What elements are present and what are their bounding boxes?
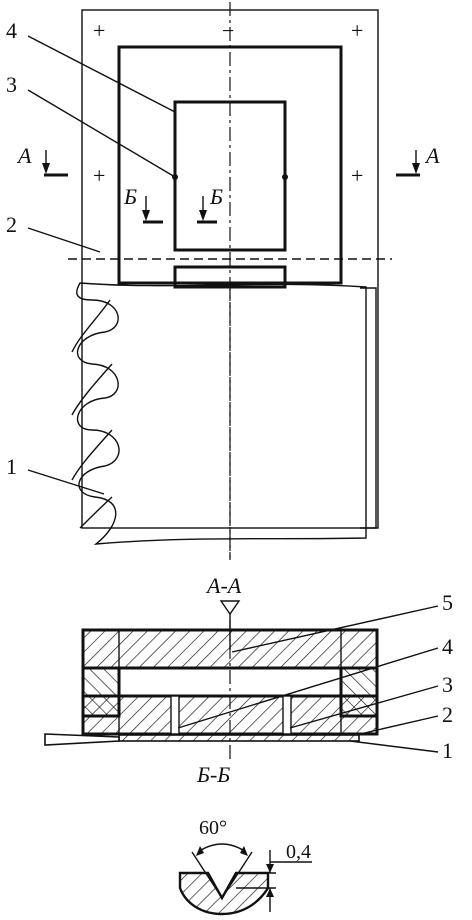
section-a-label-left: A (16, 143, 32, 168)
leader-aa-2 (359, 715, 439, 735)
v-groove-left-flank (191, 851, 223, 899)
section-aa: А-А 5 4 3 2 1 (44, 573, 453, 763)
surface-symbol (219, 600, 241, 616)
leader-part-3 (27, 89, 176, 178)
aa-label-1: 1 (442, 738, 453, 763)
aa-label-3: 3 (442, 672, 453, 697)
section-b-arrowhead-left (142, 210, 150, 221)
contact-point-right (282, 174, 288, 180)
strip (118, 734, 360, 742)
leader-part-1 (27, 469, 105, 495)
section-a-arrowhead-right (412, 163, 420, 174)
plus-mark-top-left: + (93, 18, 105, 43)
section-aa-title: А-А (205, 573, 242, 598)
top-view: + + − + + A A Б Б 4 3 2 (6, 2, 440, 560)
channel-left (170, 695, 180, 735)
part-label-4: 4 (6, 18, 17, 43)
part-label-2: 2 (6, 212, 17, 237)
section-bb-title: Б-Б (196, 762, 230, 787)
aa-label-5: 5 (442, 590, 453, 615)
channel-right (282, 695, 292, 735)
leader-aa-3 (289, 685, 439, 729)
section-a-label-right: A (424, 143, 440, 168)
workpiece-sheet (76, 282, 367, 545)
depth-label: 0,4 (286, 841, 311, 863)
v-groove-section (178, 871, 270, 916)
angle-arrow-right (240, 846, 248, 856)
section-b-arrowhead-right (199, 210, 207, 221)
part-label-3: 3 (6, 72, 17, 97)
leader-aa-5 (231, 605, 439, 653)
angle-arc (197, 843, 247, 853)
workpiece-edge-detail (71, 299, 113, 529)
section-b-label-right: Б (209, 184, 223, 209)
angle-arrow-left (196, 846, 204, 856)
section-b-label-left: Б (123, 184, 137, 209)
leader-aa-4 (177, 647, 439, 729)
plus-mark-mid-left: + (93, 163, 105, 188)
depth-arrow-top (266, 864, 274, 873)
angle-label: 60° (199, 817, 227, 839)
plus-mark-top-right: + (351, 18, 363, 43)
section-bb: Б-Б 60° 0,4 (178, 762, 312, 916)
leader-aa-1 (349, 740, 439, 753)
minus-mark-top: − (222, 18, 234, 43)
part-label-1: 1 (6, 454, 17, 479)
leader-part-4 (27, 35, 176, 113)
leader-part-2 (27, 227, 101, 253)
section-a-arrowhead-left (42, 163, 50, 174)
wedge (44, 733, 120, 746)
plus-mark-mid-right: + (351, 163, 363, 188)
aa-label-2: 2 (442, 702, 453, 727)
workpiece-sheet-back (360, 287, 377, 529)
depth-arrow-bottom (266, 888, 274, 897)
v-groove-right-flank (221, 851, 253, 899)
aa-label-4: 4 (442, 634, 453, 659)
